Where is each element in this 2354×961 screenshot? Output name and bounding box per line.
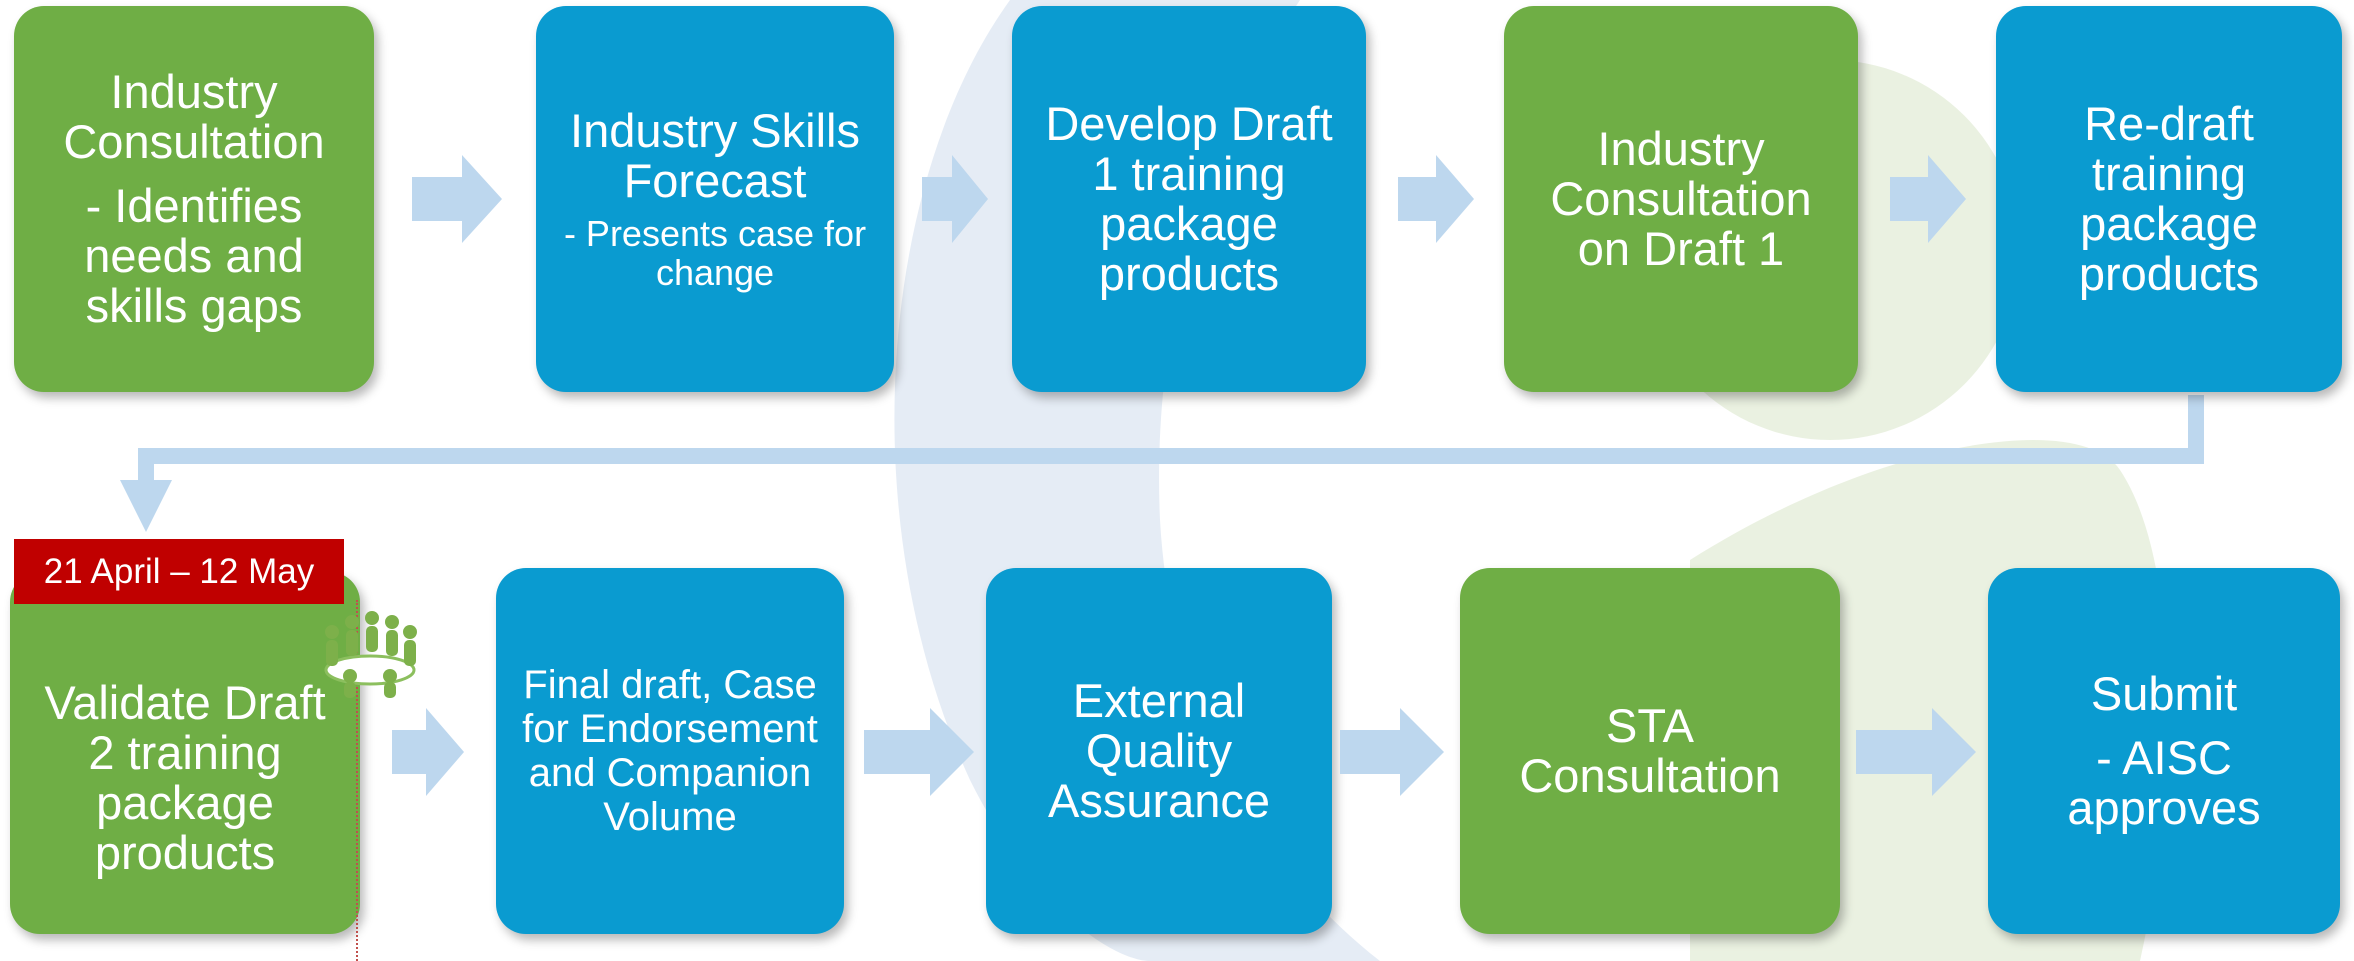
step-title: Industry Consultation [63,65,325,168]
step-title: Industry Consultation on Draft 1 [1550,122,1812,275]
flow-arrow [1890,155,1966,243]
step-submit: Submit - AISC approves [1988,568,2340,934]
flow-arrow [1856,708,1976,796]
step-subtitle: - Presents case for change [563,213,867,293]
flow-arrow [922,155,988,243]
flow-arrow [1340,708,1444,796]
step-consultation-draft-1: Industry Consultation on Draft 1 [1504,6,1858,392]
date-range-tag: 21 April – 12 May [14,539,344,604]
step-title: Industry Skills Forecast [570,104,860,207]
step-develop-draft-1: Develop Draft 1 training package product… [1012,6,1366,392]
step-external-qa: External Quality Assurance [986,568,1332,934]
step-title: External Quality Assurance [1047,674,1271,827]
step-title: Submit [2090,667,2238,720]
step-final-draft: Final draft, Case for Endorsement and Co… [496,568,844,934]
step-title: Final draft, Case for Endorsement and Co… [522,663,818,839]
flow-arrow [1398,155,1474,243]
flow-arrow [412,155,502,243]
step-industry-consultation: Industry Consultation - Identifies needs… [14,6,374,392]
step-redraft-products: Re-draft training package products [1996,6,2342,392]
flow-arrow [864,708,974,796]
step-subtitle: - Identifies needs and skills gaps [84,179,304,332]
meeting-people-icon [324,611,417,698]
step-sta-consultation: STA Consultation [1460,568,1840,934]
step-title: Develop Draft 1 training package product… [1045,97,1333,300]
flow-arrow [392,708,464,796]
step-subtitle: - AISC approves [2067,731,2261,834]
step-title: STA Consultation [1519,699,1781,802]
step-title: Validate Draft 2 training package produc… [44,676,326,879]
timeline-marker [356,600,358,961]
step-title: Re-draft training package products [2078,97,2260,300]
step-industry-skills-forecast: Industry Skills Forecast - Presents case… [536,6,894,392]
step-validate-draft-2: Validate Draft 2 training package produc… [10,572,360,934]
